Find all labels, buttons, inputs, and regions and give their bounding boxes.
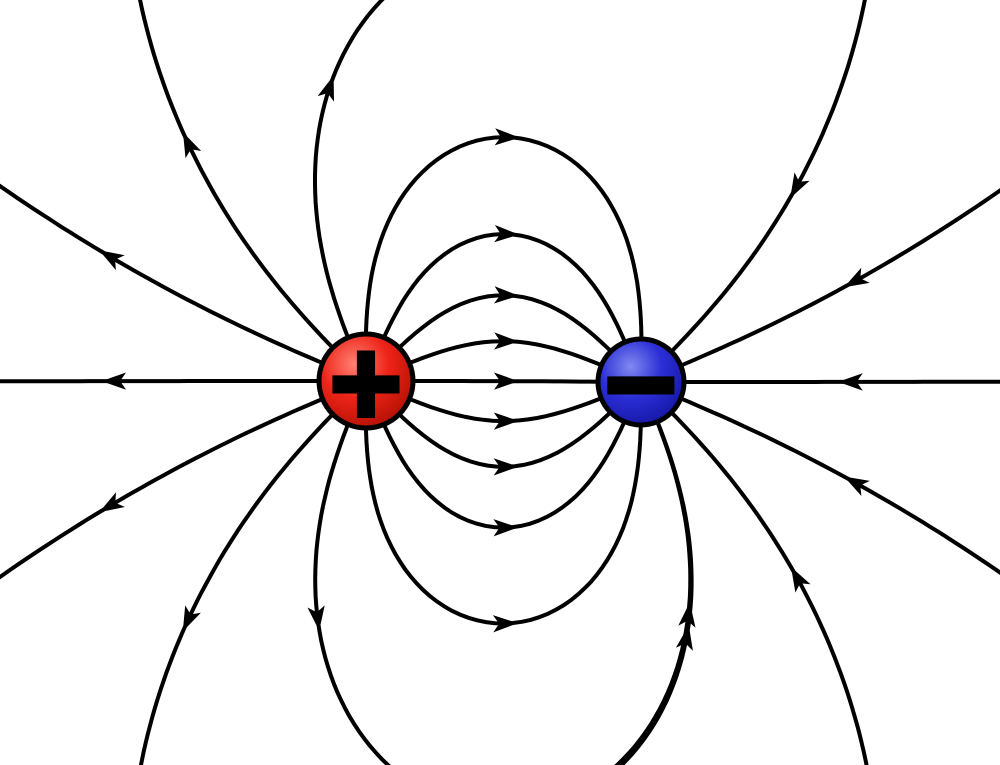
field-arrowhead <box>101 372 127 390</box>
field-arrowhead <box>838 373 863 391</box>
field-arrowhead <box>493 458 519 476</box>
field-arrowhead <box>492 615 518 633</box>
field-arrowhead <box>317 75 334 102</box>
field-arrowhead <box>790 172 810 199</box>
field-arrowhead <box>493 519 519 537</box>
negative-charge <box>595 336 687 428</box>
field-arrowhead <box>494 372 519 390</box>
field-arrowhead <box>183 132 202 159</box>
field-arrowhead <box>494 332 519 350</box>
field-line <box>0 397 323 580</box>
field-arrowhead <box>678 602 696 628</box>
field-line <box>618 421 694 765</box>
field-arrowhead <box>493 412 519 430</box>
field-line <box>670 0 867 353</box>
field-arrowhead <box>494 286 519 304</box>
field-line <box>138 0 334 349</box>
field-arrowhead <box>844 476 870 496</box>
field-line <box>0 183 323 365</box>
positive-charge-sign: + <box>326 326 406 438</box>
field-line <box>313 0 385 338</box>
negative-charge-sign: − <box>601 327 681 439</box>
field-arrowhead <box>494 225 520 243</box>
field-arrows-group <box>99 75 870 651</box>
field-arrowhead <box>675 625 693 651</box>
field-line <box>670 411 869 765</box>
charges-group: +− <box>316 322 687 442</box>
field-arrowhead <box>182 605 201 632</box>
field-arrowhead <box>791 566 811 593</box>
field-arrowhead <box>844 267 870 288</box>
field-arrowhead <box>307 605 325 631</box>
field-line <box>680 397 1000 575</box>
field-arrowhead <box>99 492 125 513</box>
positive-charge <box>316 331 416 431</box>
field-line <box>680 188 1000 367</box>
field-arrowhead <box>494 128 520 146</box>
field-line <box>138 413 334 765</box>
field-arrowhead <box>99 250 125 271</box>
